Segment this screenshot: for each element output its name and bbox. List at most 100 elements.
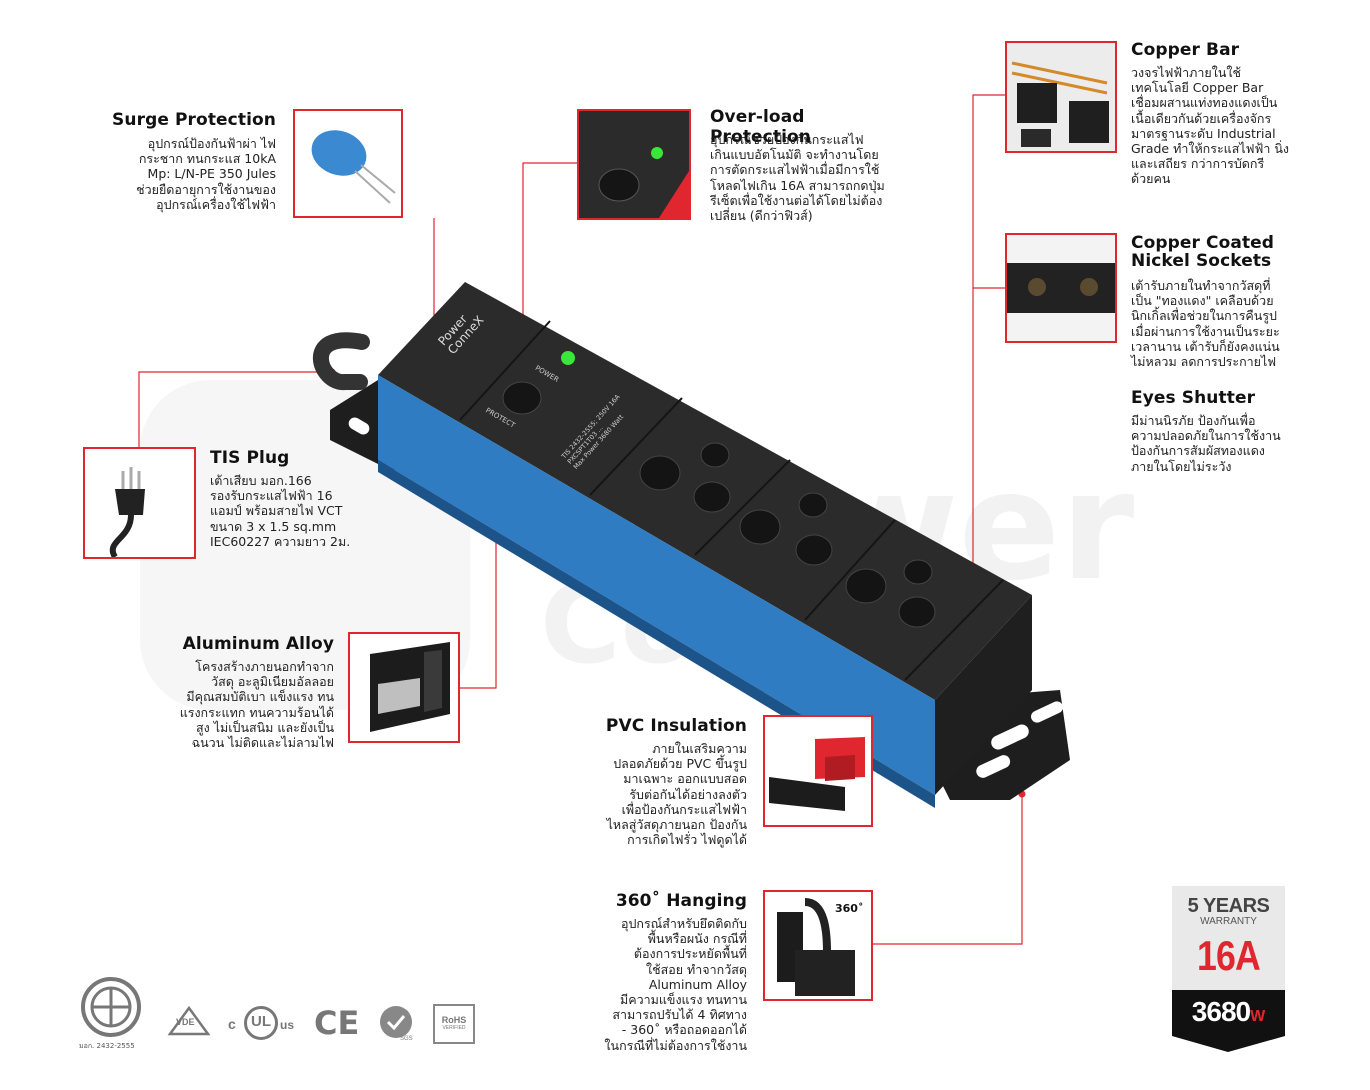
power-cable: [312, 332, 370, 390]
pdu-end-face: [935, 595, 1032, 795]
title-line: Nickel Sockets: [1131, 251, 1272, 271]
desc-line: มีความแข็งแรง ทนทาน: [619, 992, 747, 1008]
desc-line: สูง ไม่เป็นสนิม และยังเป็น: [196, 719, 334, 735]
desc-line: วงจรไฟฟ้าภายในใช้: [1131, 65, 1241, 80]
hanging-bracket-icon: [777, 898, 855, 996]
overload-desc: อุปกรณ์ช่วยป้องกันกระแสไฟ เกินแบบอัตโนมั…: [710, 132, 910, 223]
desc-line: ช่วยยืดอายุการใช้งานของ: [136, 181, 276, 197]
desc-line: เชื่อมผสานแท่งทองแดงเป็น: [1131, 95, 1278, 111]
desc-line: แอมป์ พร้อมสายไฟ VCT: [210, 503, 343, 519]
desc-line: เมื่อผ่านการใช้งานเป็นระยะ: [1131, 323, 1280, 339]
desc-line: มีคุณสมบัติเบา แข็งแรง ทน: [186, 689, 334, 705]
watts-value: 3680: [1191, 996, 1251, 1027]
rohs-verified-text: VERIFIED: [442, 1025, 466, 1031]
alloy-image-frame: [348, 632, 460, 743]
copper-bar-image-frame: [1005, 41, 1117, 153]
desc-line: ใช้สอย ทำจากวัสดุ: [646, 961, 747, 977]
alloy-title: Aluminum Alloy: [182, 634, 334, 654]
desc-line: ขนาด 3 x 1.5 sq.mm: [210, 518, 337, 534]
pvc-image-frame: [763, 715, 873, 827]
rotation-badge: 360˚: [835, 902, 864, 915]
alloy-desc: โครงสร้างภายนอกทำจาก วัสดุ อะลูมิเนียมอั…: [150, 659, 334, 750]
desc-line: ภายในเสริมความ: [652, 741, 747, 756]
desc-line: ต้องการประหยัดพื้นที่: [633, 946, 747, 962]
desc-line: พื้นหรือผนัง กรณีที่: [647, 931, 747, 947]
copper-bar-icon: [1011, 61, 1109, 147]
desc-line: เทคโนโลยี Copper Bar: [1131, 80, 1264, 96]
pdu-side-face-aluminum: [378, 375, 935, 795]
desc-line: อุปกรณ์ป้องกันฟ้าผ่า ไฟ: [147, 136, 276, 151]
varistor-icon: [311, 130, 396, 204]
tis-cert-caption: มอก. 2432-2555: [79, 1042, 135, 1050]
desc-line: ด้วยคน: [1131, 171, 1171, 187]
overload-title: Over-load Protection: [710, 107, 811, 147]
desc-line: IEC60227 ความยาว 2ม.: [210, 533, 351, 549]
desc-line: การตัดกระแสไฟฟ้าเมื่อมีการใช้: [710, 162, 880, 178]
desc-line: เกินแบบอัตโนมัติ จะทำงานโดย: [710, 147, 879, 163]
desc-line: โครงสร้างภายนอกทำจาก: [195, 659, 334, 674]
desc-line: แรงกระแทก ทนความร้อนได้: [179, 704, 334, 720]
copper-bar-desc: วงจรไฟฟ้าภายในใช้ เทคโนโลยี Copper Bar เ…: [1131, 65, 1311, 187]
desc-line: ไม่หลวม ลดการประกายไฟ: [1131, 354, 1277, 370]
ul-cert-icon: c UL us: [228, 1004, 298, 1044]
desc-line: เต้าเสียบ มอก.166: [210, 473, 312, 488]
pvc-insulation-icon: [769, 737, 865, 811]
pvc-desc: ภายในเสริมความ ปลอดภัยด้วย PVC ขึ้นรูป ม…: [560, 741, 747, 847]
desc-line: สามารถปรับได้ 4 ทิศทาง: [612, 1007, 747, 1023]
desc-line: ฉนวน ไม่ติดและไม่ลามไฟ: [191, 735, 334, 751]
desc-line: ปลอดภัยด้วย PVC ขึ้นรูป: [613, 756, 747, 772]
desc-line: Aluminum Alloy: [648, 976, 747, 992]
warranty-years: 5 YEARS: [1187, 895, 1270, 917]
pvc-title: PVC Insulation: [605, 716, 747, 736]
plug-image-frame: [83, 447, 196, 559]
copper-bar-title: Copper Bar: [1131, 40, 1240, 60]
sgs-cert-text: SGS: [400, 1036, 413, 1042]
title-line: Copper Coated: [1131, 233, 1275, 253]
warranty-label: WARRANTY: [1200, 916, 1257, 927]
desc-line: ป้องกันการสัมผัสทองแดง: [1131, 443, 1265, 459]
desc-line: Grade ทำให้กระแสไฟฟ้า นิ่ง: [1131, 141, 1289, 157]
desc-line: เนื้อเดียวกันด้วยเครื่องจักร: [1131, 110, 1272, 126]
desc-line: ไหลสู่วัสดุภายนอก ป้องกัน: [606, 817, 747, 833]
nickel-desc: เต้ารับภายในทำจากวัสดุที่ เป็น "ทองแดง" …: [1131, 278, 1311, 369]
aluminum-profile-icon: [370, 642, 450, 732]
desc-line: กระชาก ทนกระแส 10kA: [138, 151, 276, 167]
desc-line: อุปกรณ์เครื่องใช้ไฟฟ้า: [156, 196, 276, 212]
desc-line: อุปกรณ์ช่วยป้องกันกระแสไฟ: [710, 132, 864, 147]
ce-cert-icon: CE: [314, 1004, 360, 1042]
sgs-cert-icon: SGS: [374, 1004, 418, 1044]
rohs-cert-icon: RoHS VERIFIED: [433, 1004, 475, 1044]
desc-line: มาเฉพาะ ออกแบบสอด: [623, 771, 747, 787]
hanging-image-frame: 360˚: [763, 890, 873, 1001]
warranty-badge: 5 YEARS WARRANTY 16A 3680W: [1172, 886, 1285, 1052]
nickel-image-frame: [1005, 233, 1117, 343]
nickel-title: Copper Coated Nickel Sockets: [1131, 234, 1311, 270]
plug-desc: เต้าเสียบ มอก.166 รองรับกระแสไฟฟ้า 16 แอ…: [210, 473, 390, 549]
desc-line: มาตรฐานระดับ Industrial: [1131, 125, 1276, 141]
hanging-title: 360˚ Hanging: [615, 891, 747, 911]
desc-line: เต้ารับภายในทำจากวัสดุที่: [1131, 278, 1271, 293]
overload-image-frame: [577, 109, 691, 220]
desc-line: เพื่อป้องกันกระแสไฟฟ้า: [621, 801, 747, 817]
desc-line: มีม่านนิรภัย ป้องกันเพื่อ: [1131, 413, 1256, 428]
reset-button-icon: [579, 111, 689, 218]
desc-line: ในกรณีที่ไม่ต้องการใช้งาน: [604, 1037, 747, 1053]
desc-line: ความปลอดภัยในการใช้งาน: [1131, 428, 1281, 444]
desc-line: อุปกรณ์สำหรับยึดติดกับ: [620, 916, 747, 931]
desc-line: รองรับกระแสไฟฟ้า 16: [210, 488, 333, 504]
desc-line: รับต่อกันได้อย่างลงตัว: [629, 786, 747, 802]
desc-line: การเกิดไฟรั่ว ไฟดูดได้: [627, 832, 747, 848]
warranty-watts: 3680W: [1172, 996, 1285, 1028]
surge-desc: อุปกรณ์ป้องกันฟ้าผ่า ไฟ กระชาก ทนกระแส 1…: [100, 136, 276, 212]
desc-line: รีเซ็ตเพื่อใช้งานต่อได้โดยไม่ต้อง: [710, 192, 883, 208]
desc-line: ภายในโดยไม่ระวัง: [1131, 458, 1232, 474]
surge-title: Surge Protection: [112, 110, 276, 130]
hanging-desc: อุปกรณ์สำหรับยึดติดกับ พื้นหรือผนัง กรณี…: [560, 916, 747, 1053]
shutter-title: Eyes Shutter: [1131, 388, 1256, 408]
shutter-desc: มีม่านนิรภัย ป้องกันเพื่อ ความปลอดภัยในก…: [1131, 413, 1311, 474]
power-led: [561, 351, 575, 365]
desc-line: เป็น "ทองแดง" เคลือบด้วย: [1131, 293, 1274, 309]
rohs-text: RoHS: [441, 1015, 467, 1025]
ul-c-text: c: [228, 1016, 236, 1032]
desc-line: นิกเกิ้ลเพื่อช่วยในการคืนรูป: [1131, 308, 1277, 324]
